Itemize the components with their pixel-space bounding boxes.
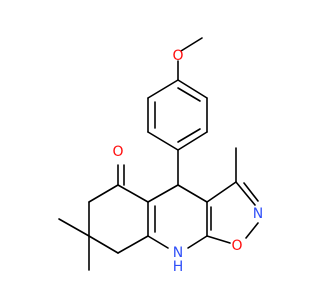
bond (243, 182, 259, 202)
ketone-oxygen-label: O (112, 144, 123, 160)
bond (88, 235, 119, 254)
amine-hydrogen-label: H (173, 259, 184, 275)
bond (147, 235, 169, 249)
bond (177, 87, 201, 102)
bond (117, 184, 149, 203)
isoxazole-nitrogen-label: N (253, 206, 263, 222)
bond (206, 235, 231, 244)
atom-labels: O O N O N H (112, 48, 263, 275)
bond (58, 218, 90, 237)
amine-nitrogen-label: N (173, 245, 183, 261)
isoxazole-oxygen-label: O (231, 238, 242, 254)
bond (147, 131, 179, 151)
methoxy-oxygen-label: O (172, 48, 183, 64)
molecule-structure: O O N O N H (58, 37, 263, 275)
bonds (58, 37, 259, 271)
bond (117, 235, 149, 254)
bond (177, 184, 208, 203)
bond (88, 184, 119, 203)
bond (177, 131, 208, 151)
bond (235, 181, 256, 206)
bond (147, 184, 179, 203)
bond (187, 235, 208, 249)
bond (147, 79, 179, 99)
bond (180, 37, 203, 52)
bond (177, 79, 208, 99)
bond (177, 128, 201, 143)
bond (245, 222, 259, 239)
bond (206, 181, 237, 203)
